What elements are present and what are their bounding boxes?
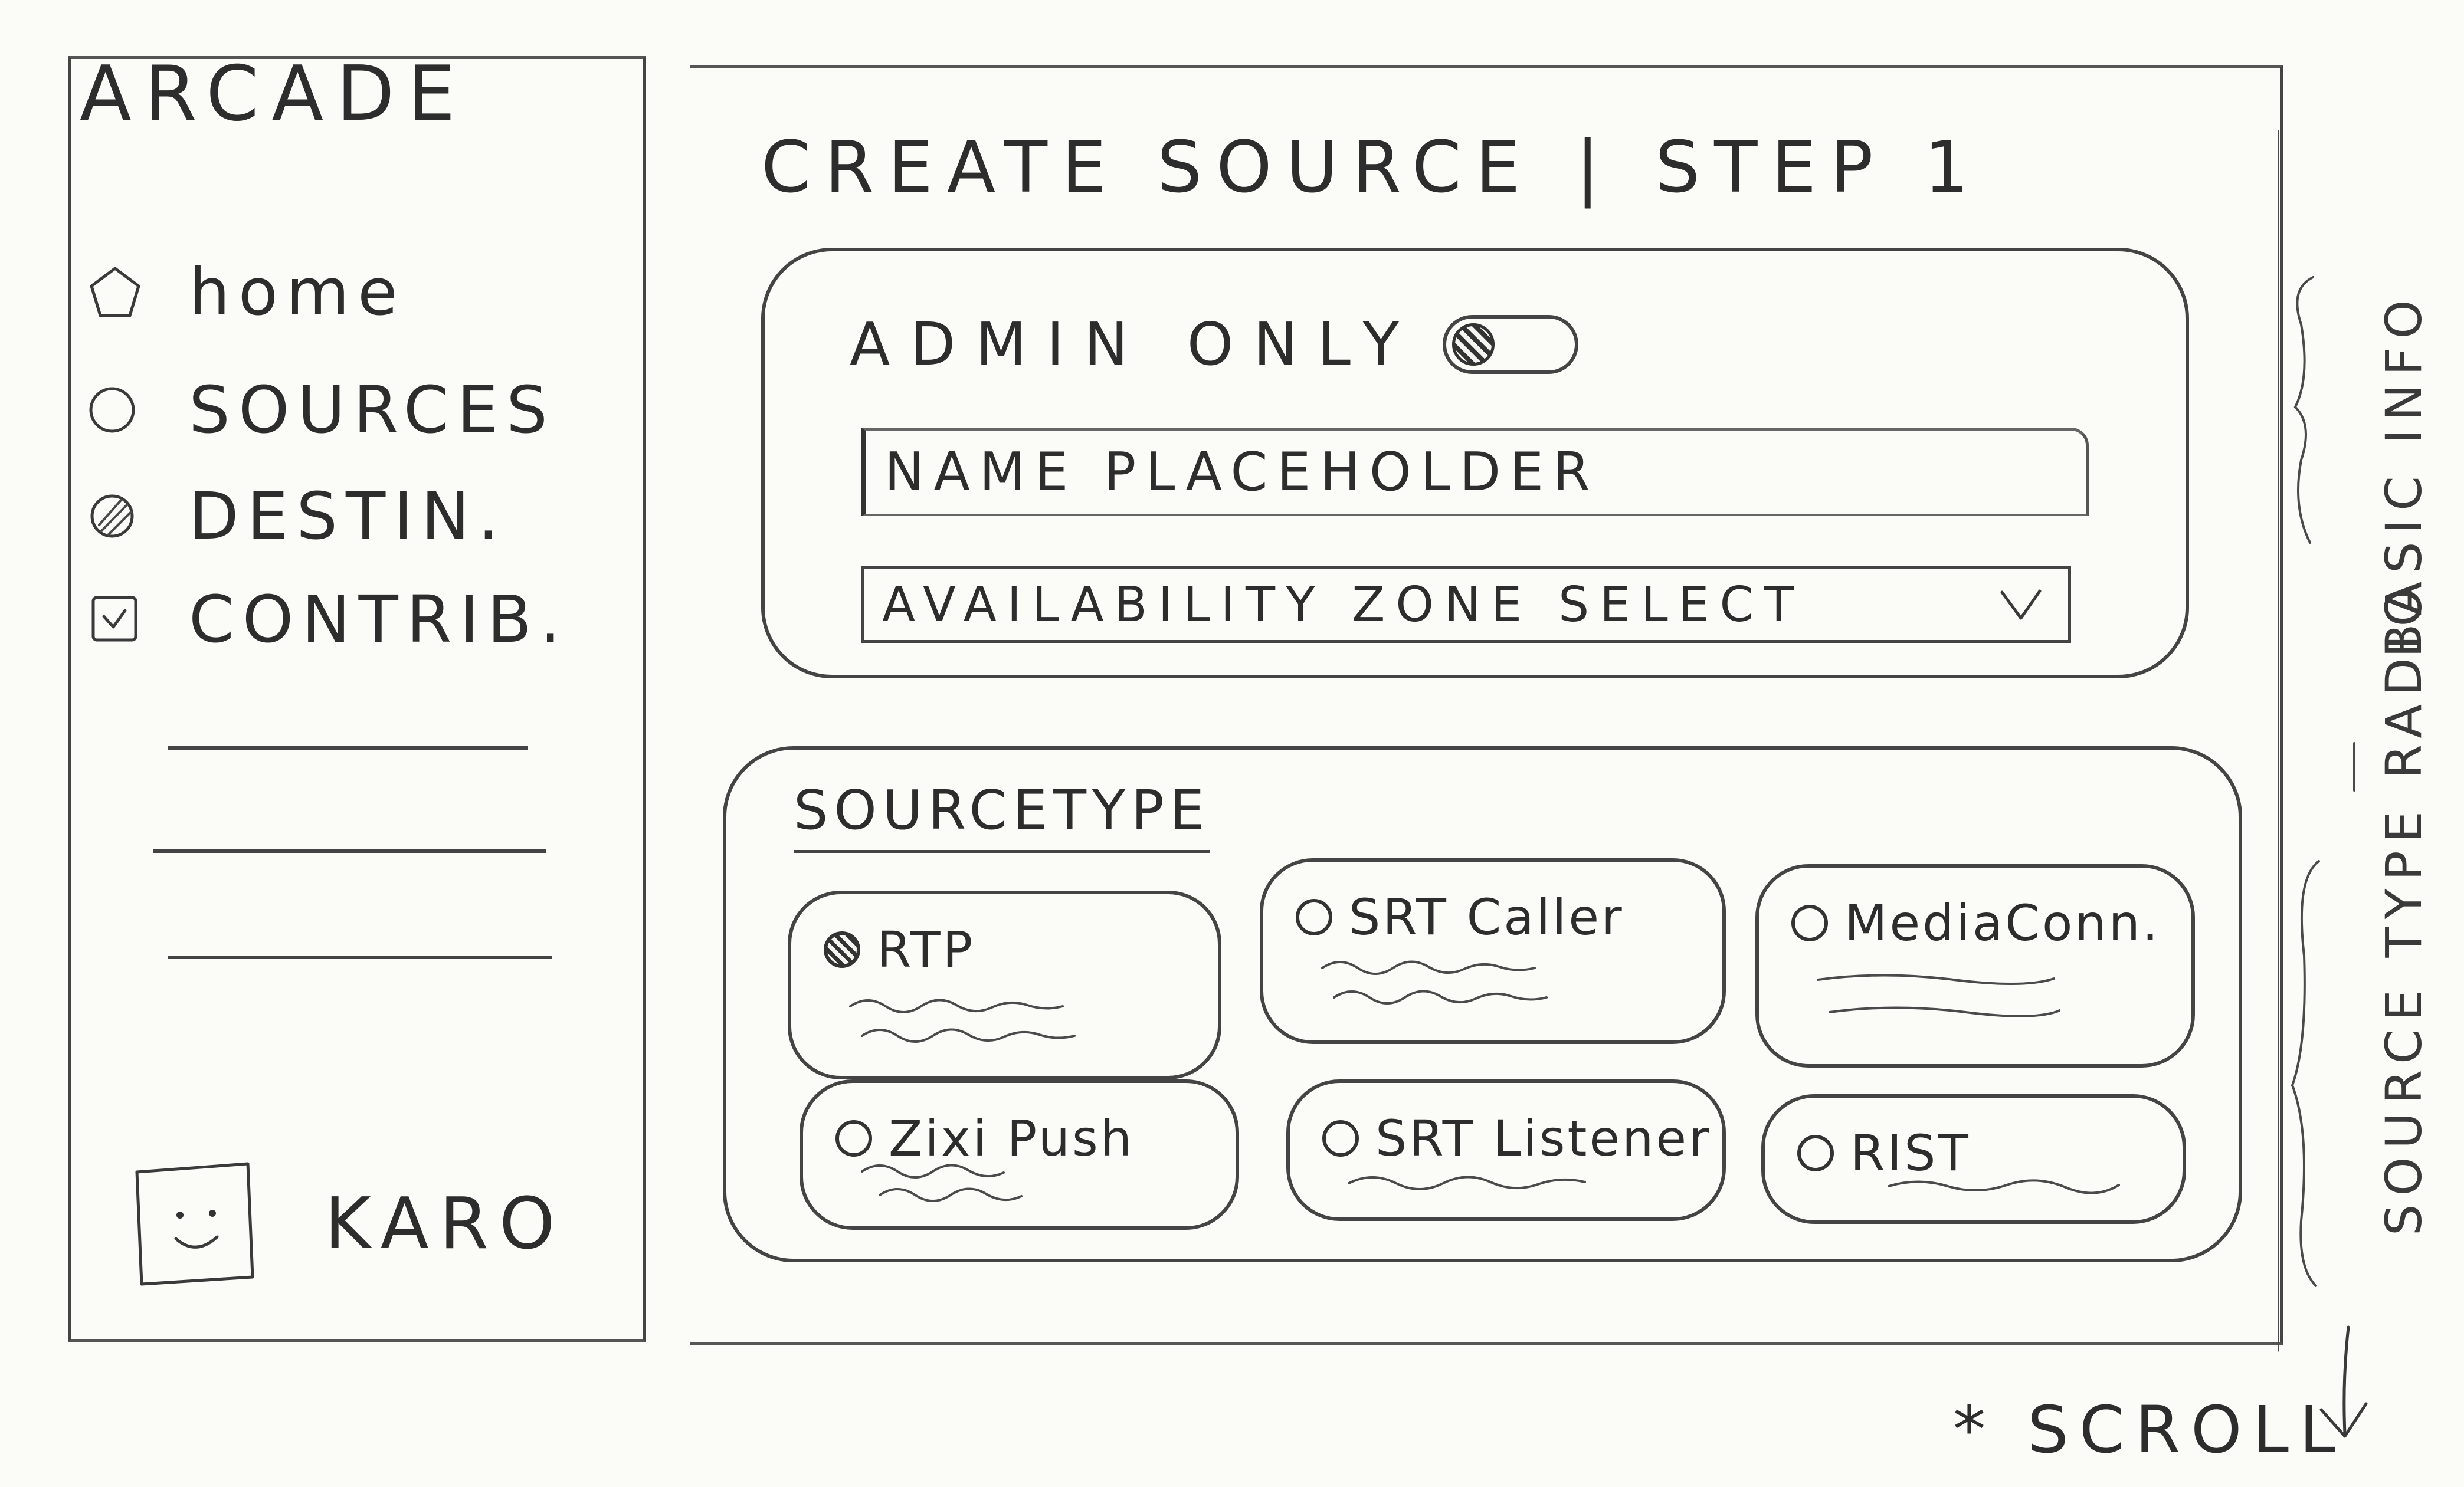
avatar[interactable] <box>130 1159 260 1289</box>
radio-unselected-icon[interactable] <box>835 1120 872 1157</box>
scroll-note: * SCROLL <box>1953 1392 2347 1468</box>
page-title-text: CREATE SOURCE <box>761 127 1535 209</box>
description-scribble <box>861 1164 1023 1202</box>
radio-unselected-icon[interactable] <box>1797 1135 1834 1171</box>
sidebar-item-contrib[interactable]: CONTRIB. <box>83 575 561 664</box>
source-type-option-rist[interactable]: RIST <box>1761 1094 2186 1224</box>
admin-only-label: ADMIN ONLY <box>850 310 1419 379</box>
option-label: RIST <box>1850 1124 1971 1182</box>
option-head: MediaConn. <box>1791 894 2161 952</box>
title-separator: | <box>1575 127 1614 209</box>
option-head: RIST <box>1797 1124 1971 1182</box>
option-head: SRT Caller <box>1296 888 1624 946</box>
sidebar-placeholder-line <box>153 849 546 853</box>
radio-unselected-icon[interactable] <box>1322 1120 1359 1157</box>
source-type-option-srt-listener[interactable]: SRT Listener <box>1286 1079 1726 1221</box>
sidebar-item-destinations[interactable]: DESTIN. <box>83 472 555 560</box>
admin-only-toggle[interactable] <box>1442 314 1578 374</box>
option-label: Zixi Push <box>889 1109 1135 1167</box>
sidebar-item-sources[interactable]: SOURCES <box>83 366 555 454</box>
step-indicator: STEP 1 <box>1654 127 1984 209</box>
radio-selected-icon[interactable] <box>824 931 860 968</box>
annotation-brackets <box>2278 130 2355 1352</box>
contribution-checkbox-icon <box>83 587 148 652</box>
option-label: RTP <box>877 921 975 979</box>
source-type-option-mediaconnect[interactable]: MediaConn. <box>1755 864 2195 1068</box>
destination-filled-circle-icon <box>83 484 148 549</box>
main-panel <box>690 65 2283 1345</box>
app-title: ARCADE <box>80 50 468 138</box>
radio-unselected-icon[interactable] <box>1791 905 1828 941</box>
sidebar-item-label: DESTIN. <box>189 478 507 554</box>
sidebar-item-label: home <box>189 254 406 330</box>
description-scribble <box>1321 960 1548 1005</box>
chevron-down-icon <box>2000 589 2042 620</box>
option-head: Zixi Push <box>835 1109 1134 1167</box>
source-type-card <box>723 746 2242 1262</box>
radio-unselected-icon[interactable] <box>1296 899 1332 935</box>
source-type-heading: SOURCETYPE <box>794 779 1210 853</box>
availability-select-value: AVAILABILITY ZONE SELECT <box>882 576 1804 633</box>
sidebar-item-label: CONTRIB. <box>189 582 569 657</box>
sidebar-placeholder-line <box>168 956 552 959</box>
option-label: SRT Caller <box>1349 888 1624 946</box>
admin-only-row: ADMIN ONLY <box>850 310 1578 379</box>
source-circle-icon <box>83 378 148 442</box>
sidebar-item-label: SOURCES <box>189 372 556 448</box>
option-label: MediaConn. <box>1844 894 2161 952</box>
sidebar-item-home[interactable]: home <box>83 248 555 336</box>
name-input[interactable] <box>883 441 2086 504</box>
source-type-option-srt-caller[interactable]: SRT Caller <box>1260 858 1726 1044</box>
option-head: SRT Listener <box>1322 1109 1712 1167</box>
page-title: CREATE SOURCE | STEP 1 <box>761 127 1983 209</box>
description-scribble <box>1348 1176 1586 1190</box>
description-scribble <box>1817 974 2060 1017</box>
user-name: KARO <box>325 1183 566 1265</box>
option-label: SRT Listener <box>1375 1109 1712 1167</box>
toggle-knob <box>1451 323 1495 366</box>
annotation-source-type-radio: SOURCE TYPE RADIO <box>2375 579 2433 1236</box>
sidebar-divider <box>168 746 528 750</box>
source-type-option-zixi-push[interactable]: Zixi Push <box>800 1079 1239 1230</box>
availability-zone-select[interactable]: AVAILABILITY ZONE SELECT <box>861 566 2071 643</box>
home-icon <box>83 260 148 324</box>
basic-info-card <box>761 248 2189 678</box>
name-field[interactable] <box>861 428 2089 516</box>
sidebar <box>68 56 646 1342</box>
option-head: RTP <box>824 921 975 979</box>
user-profile[interactable]: KARO <box>130 1156 555 1292</box>
description-scribble <box>849 999 1076 1043</box>
description-scribble <box>1888 1179 2120 1194</box>
source-type-option-rtp[interactable]: RTP <box>788 891 1221 1079</box>
scroll-down-arrow-icon <box>2319 1325 2368 1438</box>
